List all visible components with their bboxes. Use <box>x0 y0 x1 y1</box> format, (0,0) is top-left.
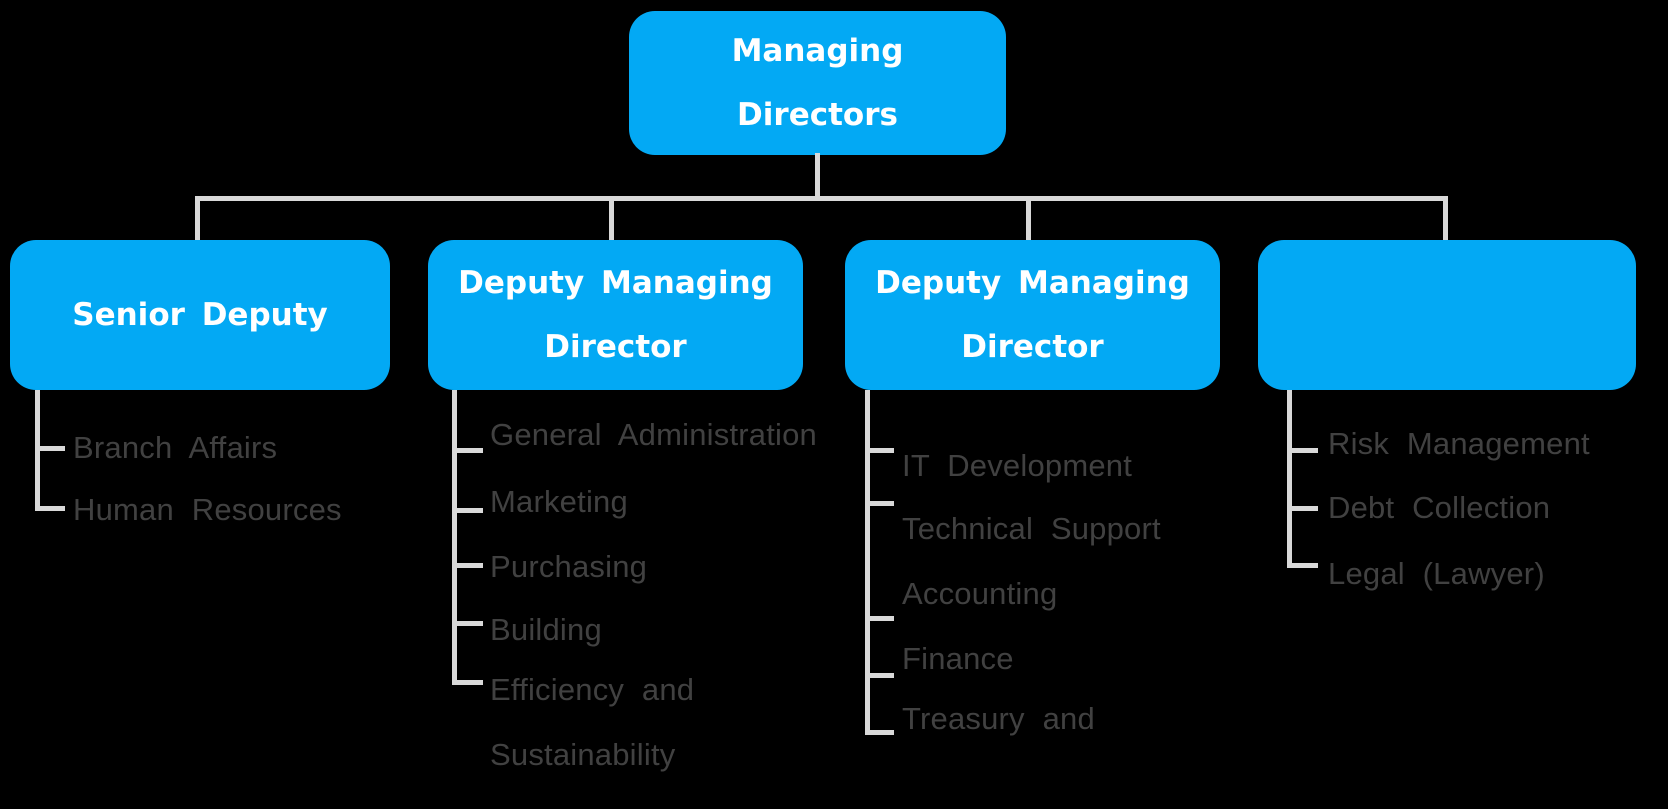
connector-tick <box>452 621 483 626</box>
node-deputy-managing-director-2-label: Deputy Managing Director <box>875 265 1190 365</box>
org-item-legal-lawyer: Legal (Lawyer) <box>1328 556 1545 591</box>
node-senior-deputy-label: Senior Deputy <box>72 297 328 333</box>
connector-tick <box>865 730 894 735</box>
connector-tick <box>865 448 894 453</box>
org-item-finance: Finance <box>902 641 1014 676</box>
connector-tick <box>865 616 894 621</box>
org-item-human-resources: Human Resources <box>73 492 342 527</box>
org-item-technical-support: Technical Support <box>902 511 1161 546</box>
connector-drop-branch-4 <box>1443 196 1448 242</box>
org-item-purchasing: Purchasing <box>490 549 648 584</box>
node-deputy-managing-director-1: Deputy Managing Director <box>428 240 803 390</box>
org-item-efficiency-and-sustainability: Efficiency and Sustainability <box>490 672 695 772</box>
node-managing-directors-label: Managing Directors <box>731 33 904 133</box>
node-managing-directors: Managing Directors <box>629 11 1006 155</box>
org-item-building: Building <box>490 612 602 647</box>
connector-drop-branch-2 <box>609 196 614 242</box>
connector-tick <box>452 508 483 513</box>
connector-tick <box>1287 506 1318 511</box>
org-item-it-development: IT Development <box>902 448 1133 483</box>
org-item-branch-affairs: Branch Affairs <box>73 430 278 465</box>
org-item-debt-collection: Debt Collection <box>1328 490 1551 525</box>
org-item-marketing: Marketing <box>490 484 628 519</box>
connector-tick <box>452 680 483 685</box>
connector-tick <box>1287 563 1318 568</box>
connector-tick <box>865 501 894 506</box>
org-item-treasury-and: Treasury and <box>902 701 1095 736</box>
org-item-accounting: Accounting <box>902 576 1058 611</box>
connector-drop-branch-3 <box>1026 196 1031 242</box>
connector-spine-branch-2 <box>452 390 457 685</box>
node-senior-deputy: Senior Deputy <box>10 240 390 390</box>
connector-tick <box>1287 448 1318 453</box>
org-item-risk-management: Risk Management <box>1328 426 1590 461</box>
org-item-general-administration: General Administration <box>490 417 818 452</box>
connector-root-stub <box>815 153 820 198</box>
node-deputy-managing-director-1-label: Deputy Managing Director <box>458 265 773 365</box>
connector-tick <box>452 448 483 453</box>
node-unlabeled <box>1258 240 1636 390</box>
connector-tick <box>35 506 65 511</box>
connector-tick <box>452 563 483 568</box>
connector-tick <box>35 446 65 451</box>
connector-spine-branch-3 <box>865 390 870 735</box>
connector-tick <box>865 673 894 678</box>
connector-spine-branch-4 <box>1287 390 1292 568</box>
connector-drop-branch-1 <box>195 196 200 242</box>
connector-horizontal-rail <box>195 196 1448 201</box>
node-deputy-managing-director-2: Deputy Managing Director <box>845 240 1220 390</box>
